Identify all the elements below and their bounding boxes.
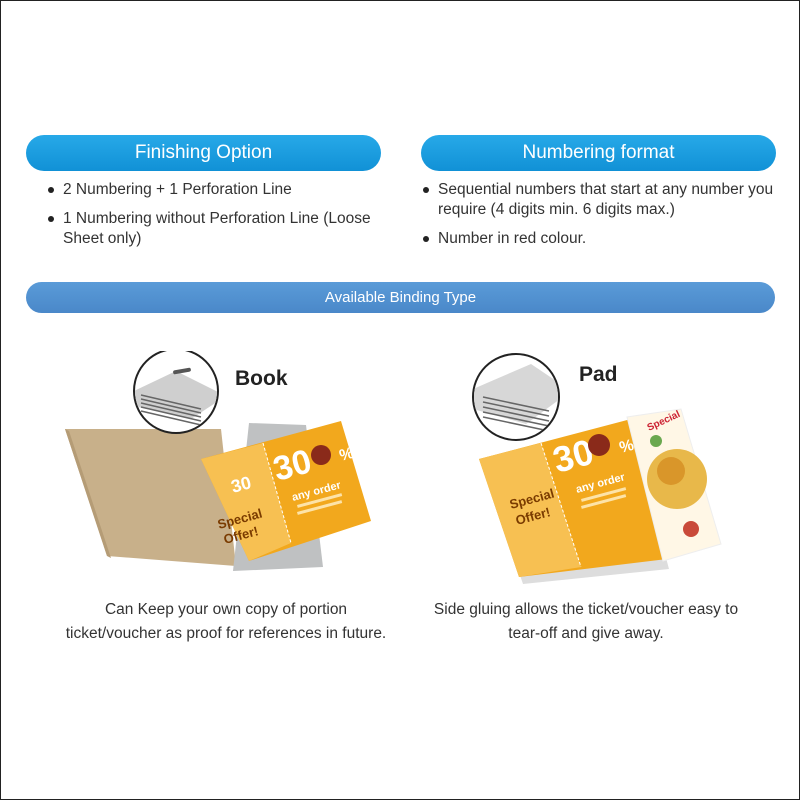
numbering-format-header: Numbering format: [421, 135, 776, 171]
voucher-food-icon: [311, 445, 331, 465]
finishing-option-list: 2 Numbering + 1 Perforation Line 1 Numbe…: [46, 180, 376, 258]
list-item: 1 Numbering without Perforation Line (Lo…: [46, 209, 376, 249]
finishing-option-header: Finishing Option: [26, 135, 381, 171]
pad-binding-illustration: Special Offer! 30 % any order Special: [431, 349, 751, 589]
book-spine-inset: [133, 348, 219, 434]
voucher-percent-sign: %: [338, 445, 356, 465]
list-item: Number in red colour.: [421, 229, 781, 249]
list-item: Sequential numbers that start at any num…: [421, 180, 781, 220]
pad-voucher-food-icon: [588, 434, 610, 456]
book-voucher: 30 Special Offer! 30 % any order: [201, 421, 371, 561]
book-cover-shape: [65, 429, 236, 566]
numbering-format-list: Sequential numbers that start at any num…: [421, 180, 781, 258]
pad-label: Pad: [579, 363, 618, 386]
pad-voucher-percent-sign: %: [618, 437, 636, 457]
pad-spine-inset: [472, 353, 560, 441]
book-cover-edge: [65, 429, 111, 558]
pad-food-card: Special: [626, 408, 722, 562]
binding-type-header: Available Binding Type: [26, 282, 775, 313]
pad-illustration-svg: Special Offer! 30 % any order Special: [472, 353, 722, 584]
book-binding-illustration: 30 Special Offer! 30 % any order: [51, 348, 391, 581]
book-label: Book: [235, 367, 288, 390]
book-illustration-svg: 30 Special Offer! 30 % any order: [65, 348, 371, 571]
pad-caption: Side gluing allows the ticket/voucher ea…: [433, 601, 739, 642]
book-caption: Can Keep your own copy of portion ticket…: [65, 601, 387, 642]
pad-voucher: Special Offer! 30 % any order: [479, 419, 667, 577]
list-item: 2 Numbering + 1 Perforation Line: [46, 180, 376, 200]
